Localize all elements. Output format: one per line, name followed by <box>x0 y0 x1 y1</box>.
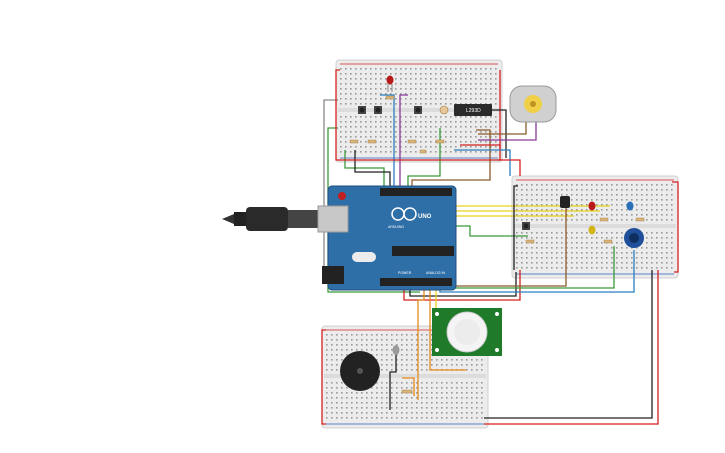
wire-purple <box>478 118 537 141</box>
wire-red <box>484 270 659 425</box>
wire-black <box>513 185 518 270</box>
wire-brown <box>478 118 527 135</box>
resistors-right <box>525 217 645 244</box>
wire-red <box>335 69 501 161</box>
wire-blue <box>439 250 635 293</box>
usb-cable <box>222 207 318 231</box>
resistors-top <box>349 95 445 154</box>
wire-blue <box>454 149 511 176</box>
yellow-led[interactable] <box>588 225 596 235</box>
motor-driver-chip[interactable]: L293D <box>454 104 492 116</box>
wire-green <box>456 225 528 237</box>
top-breadboard-holes <box>340 68 497 153</box>
wire-green <box>344 150 385 186</box>
piezo-buzzer[interactable] <box>340 351 380 391</box>
dc-motor[interactable] <box>509 85 557 123</box>
wire-purple <box>399 94 408 186</box>
push-button-1[interactable] <box>358 106 366 114</box>
potentiometer[interactable] <box>624 228 644 248</box>
wire-brown <box>436 200 567 287</box>
right-breadboard[interactable] <box>511 175 679 279</box>
wire-black <box>409 272 517 297</box>
wire-black <box>389 348 397 410</box>
wire-brown <box>411 129 491 186</box>
push-button-2[interactable] <box>374 106 382 114</box>
temperature-sensor[interactable] <box>560 196 570 208</box>
resistor-bottom <box>401 389 413 394</box>
arduino-logo <box>391 207 417 221</box>
gray-led[interactable] <box>392 345 400 355</box>
arduino-brand: ARDUINO <box>388 225 404 229</box>
wires <box>321 69 679 425</box>
red-led-2[interactable] <box>588 201 596 211</box>
wire-red <box>403 270 521 301</box>
wire-black <box>354 150 391 186</box>
wire-red <box>672 181 679 273</box>
wire-black <box>484 270 653 419</box>
arduino-power-label: POWER <box>398 271 412 275</box>
wire-blue <box>380 94 395 186</box>
photoresistor[interactable] <box>439 105 449 115</box>
push-button-4[interactable] <box>522 222 530 230</box>
push-button-3[interactable] <box>414 106 422 114</box>
pir-sensor[interactable] <box>432 308 502 356</box>
wire-red <box>321 329 326 425</box>
wire-orange <box>402 377 415 396</box>
arduino-model: UNO <box>418 214 432 220</box>
arduino-analog-label: ANALOG IN <box>426 271 446 275</box>
wire-red <box>498 159 521 176</box>
arduino-board[interactable]: ARDUINO UNO POWER ANALOG IN <box>317 185 457 291</box>
wire-green <box>407 128 441 186</box>
red-led-1[interactable] <box>386 75 394 93</box>
blue-led[interactable] <box>626 201 634 211</box>
right-breadboard-holes <box>516 184 673 269</box>
motor-driver-label: L293D <box>466 108 481 114</box>
